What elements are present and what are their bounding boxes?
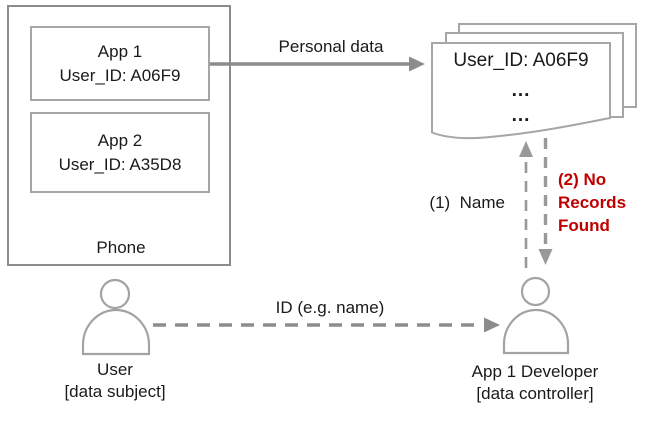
developer-person-icon [502, 276, 570, 355]
app2-user-id: User_ID: A35D8 [58, 154, 182, 174]
user-name: User [97, 360, 133, 379]
phone-label: Phone [96, 238, 146, 257]
name-request-arrow [519, 141, 533, 268]
record-title: User_ID: A06F9 [453, 50, 589, 71]
app1-box: App 1 User_ID: A06F9 [30, 26, 210, 101]
app2-box: App 2 User_ID: A35D8 [30, 112, 210, 193]
personal-data-label: Personal data [278, 37, 384, 56]
app1-user-id: User_ID: A06F9 [59, 65, 181, 85]
no-records-label: (2) No Records Found [558, 170, 627, 235]
personal-data-arrow [208, 56, 425, 72]
record-row: ... [511, 105, 531, 126]
id-request-label: ID (e.g. name) [275, 298, 385, 317]
app2-name: App 2 [97, 130, 143, 150]
no-records-arrow [538, 138, 553, 265]
user-label: User [data subject] [25, 359, 205, 403]
app1-name: App 1 [97, 41, 143, 61]
developer-label: App 1 Developer [data controller] [445, 361, 625, 405]
user-role: [data subject] [64, 382, 166, 401]
record-page-front [431, 42, 611, 140]
records-stack [431, 23, 637, 140]
phone-box: App 1 User_ID: A06F9 App 2 User_ID: A35D… [7, 5, 231, 266]
developer-name: App 1 Developer [471, 362, 599, 381]
name-request-label: (1) Name [429, 193, 505, 212]
record-row: ... [511, 80, 531, 101]
developer-role: [data controller] [476, 384, 594, 403]
user-person-icon [81, 278, 151, 356]
id-request-arrow [153, 317, 500, 333]
